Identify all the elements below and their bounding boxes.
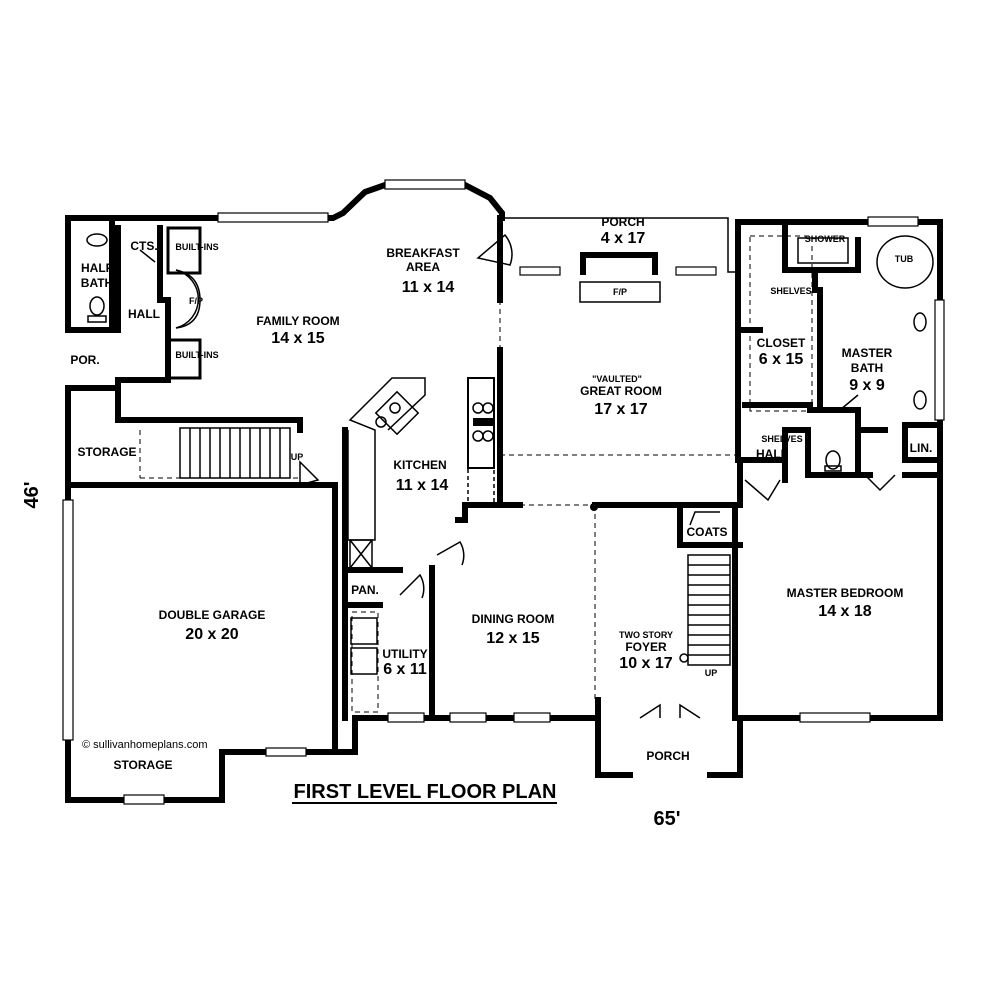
great-room-note: "VAULTED" [592, 374, 642, 384]
windows [62, 179, 945, 805]
tub-label: TUB [895, 254, 914, 264]
breakfast-name-2: AREA [406, 260, 440, 274]
master-bedroom-name: MASTER BEDROOM [787, 586, 904, 600]
breakfast-name-1: BREAKFAST [386, 246, 460, 260]
half-bath-label-2: BATH [81, 276, 113, 290]
shelves-hall-label: SHELVES [761, 434, 802, 444]
storage-bottom-label: STORAGE [113, 758, 172, 772]
lin-label: LIN. [910, 441, 933, 455]
kitchen-name: KITCHEN [393, 458, 446, 472]
shower-label: SHOWER [805, 234, 846, 244]
hall-left-label: HALL [128, 307, 160, 321]
exterior-walls [65, 182, 943, 803]
width-dimension: 65' [653, 808, 680, 830]
cts-label: CTS. [130, 239, 157, 253]
master-bedroom-size: 14 x 18 [818, 603, 871, 620]
closet-size: 6 x 15 [759, 351, 804, 368]
fixtures [86, 233, 934, 675]
stairs-foyer [679, 554, 731, 666]
foyer-size: 10 x 17 [619, 655, 672, 672]
great-room-name: GREAT ROOM [580, 384, 662, 398]
porch-rear-name: PORCH [601, 215, 644, 229]
family-room-size: 14 x 15 [271, 330, 324, 347]
dining-name: DINING ROOM [472, 612, 555, 626]
dining-size: 12 x 15 [486, 630, 539, 647]
up-garage-label: UP [291, 452, 304, 462]
shelves-closet-label: SHELVES [770, 286, 811, 296]
room-labels: HALF BATH CTS. HALL POR. BUILT-INS BUILT… [70, 215, 932, 772]
fp-great-label: F/P [613, 287, 627, 297]
interior-walls [65, 215, 943, 753]
por-label: POR. [70, 353, 99, 367]
builtins-top-label: BUILT-INS [175, 242, 218, 252]
foyer-name: FOYER [625, 640, 667, 654]
dashed-openings [139, 235, 813, 713]
storage-top-label: STORAGE [77, 445, 136, 459]
plan-title: FIRST LEVEL FLOOR PLAN [294, 781, 557, 803]
depth-dimension: 46' [21, 481, 43, 508]
utility-size: 6 x 11 [383, 661, 427, 678]
copyright-text: © sullivanhomeplans.com [82, 739, 208, 751]
half-bath-label-1: HALF [81, 261, 113, 275]
garage-name: DOUBLE GARAGE [159, 608, 266, 622]
master-bath-name-2: BATH [851, 361, 883, 375]
up-foyer-label: UP [705, 668, 718, 678]
coats-label: COATS [686, 525, 727, 539]
great-room-size: 17 x 17 [594, 401, 647, 418]
family-room-name: FAMILY ROOM [256, 314, 339, 328]
builtins-bottom-label: BUILT-INS [175, 350, 218, 360]
garage-size: 20 x 20 [185, 626, 238, 643]
porch-rear-size: 4 x 17 [601, 230, 646, 247]
fp-family-label: F/P [189, 296, 203, 306]
hall-right-label: HALL [756, 447, 788, 461]
utility-name: UTILITY [382, 647, 427, 661]
breakfast-size: 11 x 14 [402, 279, 455, 296]
stairs-garage [179, 427, 291, 479]
doors [139, 233, 896, 719]
foyer-note: TWO STORY [619, 630, 673, 640]
master-bath-size: 9 x 9 [849, 377, 885, 394]
closet-name: CLOSET [757, 336, 806, 350]
kitchen-size: 11 x 14 [396, 477, 449, 494]
pan-label: PAN. [351, 583, 379, 597]
plan-annotations: FIRST LEVEL FLOOR PLAN 65' 46' © sulliva… [21, 481, 681, 830]
porch-front-label: PORCH [646, 749, 689, 763]
master-bath-name-1: MASTER [842, 346, 893, 360]
